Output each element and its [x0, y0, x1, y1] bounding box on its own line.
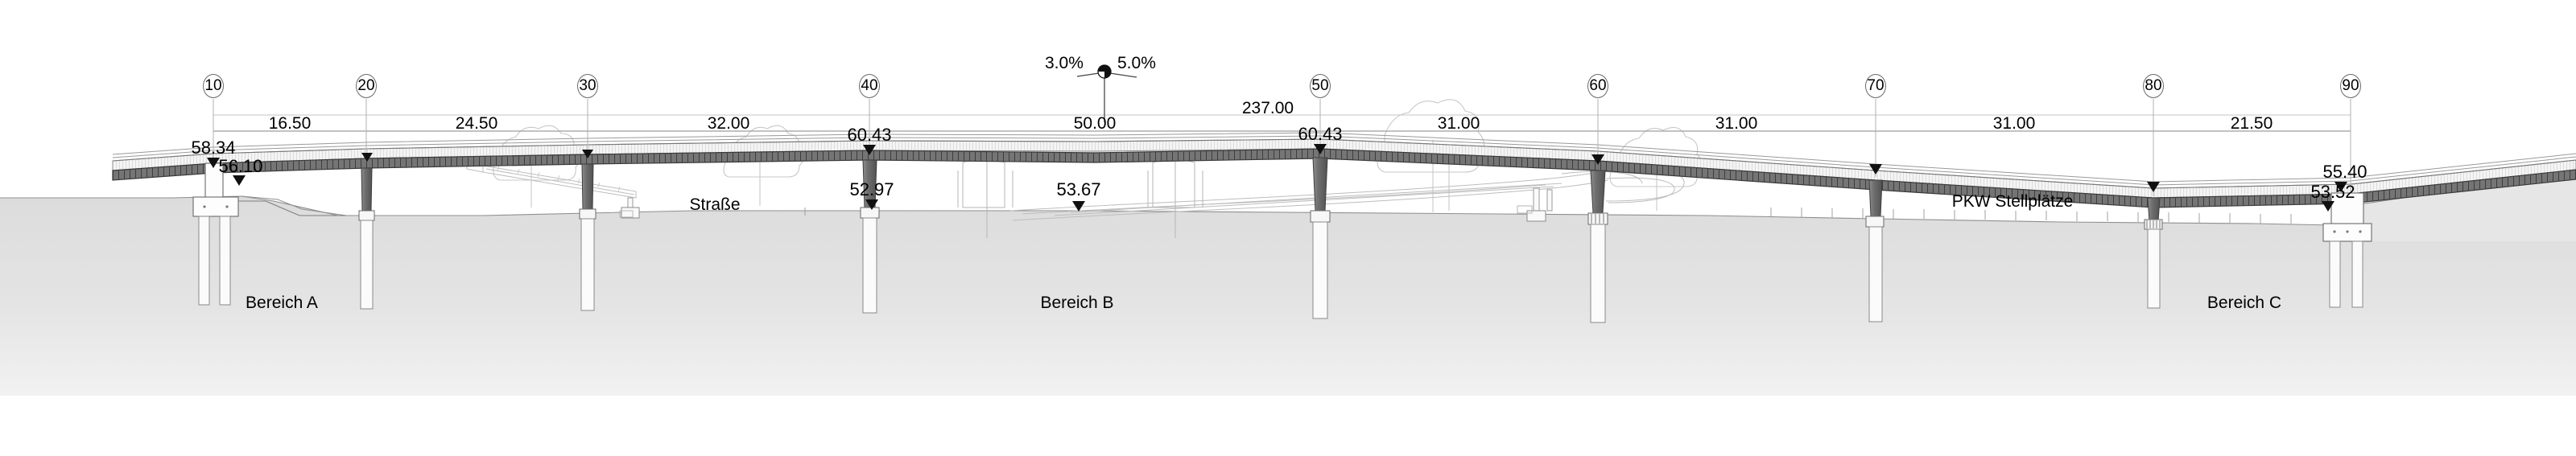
pier-axis-20 [358, 167, 375, 310]
label-bereich-b: Bereich B [1040, 294, 1114, 312]
dimension-span-70-80: 31.00 [1992, 114, 2036, 133]
label-bereich-c: Bereich C [2207, 294, 2282, 312]
deck-railing-line [112, 132, 2576, 186]
parking-bay-ticks [1770, 207, 2292, 224]
level-52-97: 52.97 [849, 179, 894, 199]
level-60-43-axis-40: 60.43 [847, 125, 892, 145]
label-pkw-stellplaetze: PKW Stellplätze [1951, 192, 2074, 211]
label-bereich-a: Bereich A [246, 294, 318, 312]
dimension-span-80-90: 21.50 [2230, 114, 2273, 133]
axis-bubble-90[interactable]: 90 [2340, 74, 2361, 98]
ramp-structure-trace [1009, 167, 1685, 222]
axis-bubble-80[interactable]: 80 [2143, 74, 2164, 98]
label-strasse: Straße [689, 195, 741, 214]
dimension-lines [213, 74, 2351, 196]
dimension-span-30-40: 32.00 [707, 114, 750, 133]
pier-axis-30 [579, 163, 597, 311]
axis-bubble-40[interactable]: 40 [859, 74, 880, 98]
axis-bubble-10[interactable]: 10 [203, 74, 224, 98]
pier-axis-60-ground-detail [1591, 214, 1604, 224]
abutment-axis-90 [2322, 192, 2372, 308]
stair-ramp-trace [466, 157, 640, 219]
level-55-40: 55.40 [2322, 162, 2368, 182]
pier-axis-80 [2144, 197, 2163, 309]
dimension-span-10-20: 16.50 [268, 114, 312, 133]
dimension-span-40-50: 50.00 [1073, 114, 1117, 133]
axis-bubble-60[interactable]: 60 [1587, 74, 1608, 98]
level-53-52: 53.52 [2310, 182, 2355, 202]
gradient-right-label: 5.0% [1117, 54, 1156, 72]
level-53-67: 53.67 [1056, 179, 1101, 199]
level-markers [207, 144, 2347, 212]
deck-far-edge [112, 138, 2576, 199]
axis-bubble-70[interactable]: 70 [1865, 74, 1886, 98]
pier-axis-60 [1587, 170, 1608, 323]
dimension-span-60-70: 31.00 [1715, 114, 1758, 133]
piers-group [358, 157, 2163, 323]
dimension-span-20-30: 24.50 [455, 114, 498, 133]
pier-axis-70 [1865, 179, 1885, 322]
axis-bubble-30[interactable]: 30 [577, 74, 598, 98]
level-58-34: 58.34 [191, 138, 236, 158]
axis-bubble-50[interactable]: 50 [1310, 74, 1331, 98]
dimension-span-50-60: 31.00 [1437, 114, 1480, 133]
level-56-10: 56.10 [218, 156, 263, 176]
dimension-total-237: 237.00 [1241, 99, 1294, 117]
abutment-axis-10 [192, 162, 346, 306]
pier-axis-50 [1310, 157, 1331, 319]
axis-bubble-20[interactable]: 20 [356, 74, 377, 98]
pier-axis-40 [860, 159, 880, 314]
gradient-highpoint-symbol [1076, 64, 1137, 79]
gradient-left-label: 3.0% [1045, 54, 1084, 72]
level-60-43-axis-50: 60.43 [1298, 124, 1343, 144]
